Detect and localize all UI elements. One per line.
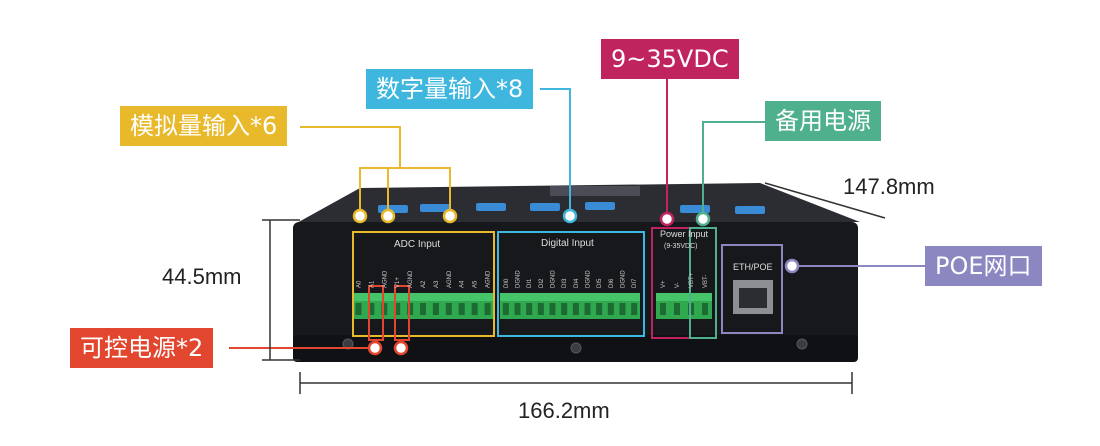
terminal-pin (561, 303, 568, 315)
terminal-pin (584, 303, 591, 315)
terminal-pin (631, 303, 638, 315)
device-top (295, 183, 860, 224)
terminal-pin (619, 303, 626, 315)
depth-dimension: 147.8mm (843, 174, 935, 199)
pin-label: DI0 (504, 278, 510, 288)
pin-label: DGND (621, 270, 627, 288)
eth-poe-label: ETH/POE (733, 262, 773, 272)
width-dimension: 166.2mm (518, 398, 610, 423)
power-input-callout: 9~35VDC (601, 39, 739, 79)
digital-terminal-block (500, 293, 640, 319)
terminal-pin (368, 303, 375, 315)
pin-label: A1 (369, 280, 375, 288)
pin-label: VBT- (703, 275, 709, 288)
pin-label: DGND (551, 270, 557, 288)
pin-label: DGND (586, 270, 592, 288)
terminal-pin (549, 303, 556, 315)
pin-label: A5 (473, 280, 479, 288)
terminal-pin (471, 303, 478, 315)
pin-label: A0 (356, 280, 362, 288)
height-dimension: 44.5mm (162, 264, 242, 289)
analog-outline (352, 231, 495, 337)
terminal-pin (572, 303, 579, 315)
backup-outline (689, 227, 717, 339)
terminal-pin (445, 303, 452, 315)
terminal-pin (702, 303, 708, 315)
terminal-pin (432, 303, 439, 315)
pin-label: DI7 (632, 278, 638, 288)
screws (342, 338, 808, 354)
terminal-pin (537, 303, 544, 315)
terminal-pin (484, 303, 491, 315)
depth-dim-line (764, 182, 886, 219)
digital-input-callout: 数字量输入*8 (366, 69, 534, 109)
terminal-pin (607, 303, 614, 315)
terminal-pin (381, 303, 388, 315)
terminal-pin (502, 303, 509, 315)
poe-port-callout: POE网口 (925, 246, 1042, 286)
power-input-label: Power Input (660, 229, 709, 239)
pin-label: V+ (661, 280, 667, 288)
pin-label: AGND (408, 270, 414, 288)
controlled-power-outline-2 (394, 285, 410, 341)
pin-label: DI3 (562, 278, 568, 288)
terminal-pin (674, 303, 680, 315)
power-range-label: (9-35VDC) (664, 243, 697, 250)
pin-label: V- (675, 282, 681, 288)
pin-label: DI4 (574, 278, 580, 288)
digital-outline (497, 231, 645, 337)
pin-label: DI2 (539, 278, 545, 288)
pin-label: AGND (382, 270, 388, 288)
terminal-pin (355, 303, 362, 315)
terminal-pin (407, 303, 414, 315)
top-keypad (378, 186, 765, 214)
pin-label: A2 (421, 280, 427, 288)
digital-input-label: Digital Input (541, 238, 594, 249)
pin-label: DI6 (609, 278, 615, 288)
terminal-pin (660, 303, 666, 315)
pin-label: DGND (516, 270, 522, 288)
terminal-pin (514, 303, 521, 315)
controlled-power-callout: 可控电源*2 (70, 328, 214, 368)
analog-input-callout: 模拟量输入*6 (120, 106, 288, 146)
pin-label: AGND (486, 270, 492, 288)
terminal-pin (458, 303, 465, 315)
pin-label: DI5 (597, 278, 603, 288)
pin-label: VBT+ (689, 272, 695, 288)
controlled-power-outline-1 (368, 285, 384, 341)
pin-label: V1+ (395, 277, 401, 288)
pin-label: AGND (447, 270, 453, 288)
terminal-pin (526, 303, 533, 315)
terminal-pin (420, 303, 426, 315)
adc-input-label: ADC Input (394, 239, 440, 250)
poe-outline (721, 244, 783, 334)
pin-label: A4 (460, 280, 466, 288)
terminal-pin (394, 303, 401, 315)
terminal-pin (596, 303, 603, 315)
pin-label: A3 (434, 280, 440, 288)
backup-power-callout: 备用电源 (765, 101, 881, 141)
pin-label: DI1 (527, 278, 533, 288)
